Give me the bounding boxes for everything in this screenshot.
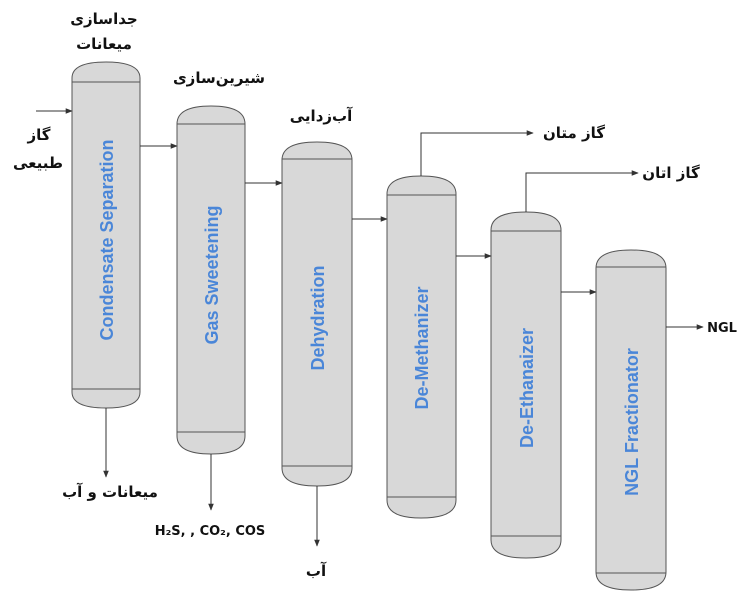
flow-lines <box>36 108 704 547</box>
label-methane-gas: گاز متان <box>543 124 605 142</box>
label-condensate-and-water: میعانات و آب <box>62 483 158 501</box>
vessel-de-methanizer: De-Methanizer <box>386 175 457 519</box>
label-dehydration: آب‌زدایی <box>290 107 353 125</box>
vessel-title-ngl-fractionator: NGL Fractionator <box>622 348 642 496</box>
label-ngl-output: NGL <box>707 321 737 336</box>
arrow-methane-out <box>420 130 534 176</box>
label-condensate-separation-line2: میعانات <box>76 35 132 53</box>
label-acid-gases: H₂S, , CO₂, COS <box>155 524 266 539</box>
labels: جداسازی میعانات شیرین‌سازی آب‌زدایی گاز … <box>13 10 737 580</box>
vessel-title-gas-sweetening: Gas Sweetening <box>202 205 222 344</box>
vessel-dehydration: Dehydration <box>281 141 353 487</box>
vessel-de-ethanaizer: De-Ethanaizer <box>490 211 562 559</box>
arrow-ethane-out <box>525 170 639 212</box>
vessel-title-de-ethanaizer: De-Ethanaizer <box>517 328 537 448</box>
vessel-title-de-methanizer: De-Methanizer <box>412 286 432 409</box>
vessel-condensate-separation: Condensate Separation <box>71 61 141 409</box>
vessel-ngl-fractionator: NGL Fractionator <box>595 249 667 591</box>
label-natural-gas-line2: طبیعی <box>13 154 63 172</box>
vessel-title-dehydration: Dehydration <box>308 265 328 370</box>
vessel-title-condensate-separation: Condensate Separation <box>97 139 117 340</box>
vessel-gas-sweetening: Gas Sweetening <box>176 105 246 455</box>
label-condensate-separation-line1: جداسازی <box>70 10 137 28</box>
label-natural-gas-line1: گاز <box>27 126 51 144</box>
label-sweetening: شیرین‌سازی <box>173 69 265 87</box>
label-ethane-gas: گاز اتان <box>642 164 700 182</box>
label-water: آب <box>306 562 327 580</box>
